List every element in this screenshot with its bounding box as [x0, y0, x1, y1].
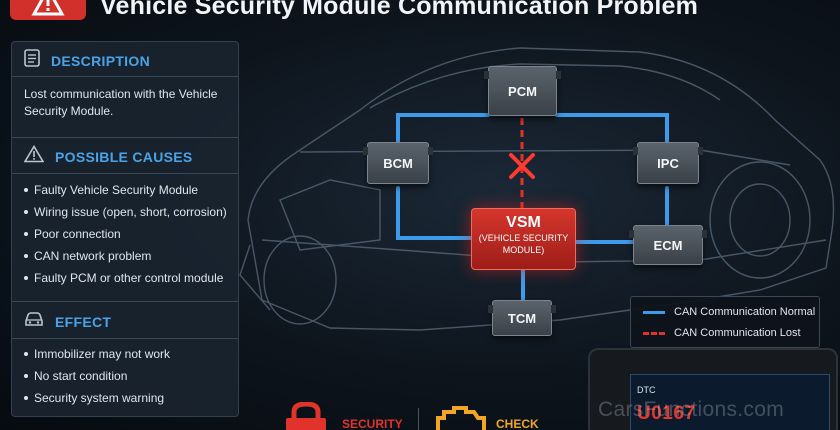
divider: [12, 301, 238, 302]
info-panel: DESCRIPTION Lost communication with the …: [11, 41, 239, 417]
engine-icon: [432, 402, 488, 430]
watermark: CarsFunctions.com: [598, 398, 784, 421]
tcm-module: TCM: [488, 300, 556, 336]
check-engine-indicator: CHECK: [432, 402, 539, 430]
document-icon: [24, 49, 40, 72]
list-item: Poor connection: [24, 223, 227, 245]
pcm-module: PCM: [484, 66, 561, 116]
effect-list: Immobilizer may not work No start condit…: [24, 343, 170, 409]
list-item: CAN network problem: [24, 245, 227, 267]
alert-triangle-icon: [23, 144, 45, 168]
divider: [12, 76, 238, 77]
vsm-module: VSM (VEHICLE SECURITY MODULE): [471, 208, 576, 270]
divider: [418, 408, 419, 430]
warning-icon: [10, 0, 86, 27]
dtc-label: DTC: [637, 385, 656, 395]
description-text: Lost communication with the Vehicle Secu…: [24, 87, 218, 118]
lock-icon: [278, 401, 334, 430]
ipc-module: IPC: [633, 142, 703, 184]
legend-lost: CAN Communication Lost: [643, 327, 801, 339]
divider: [12, 137, 238, 138]
list-item: No start condition: [24, 365, 170, 387]
list-item: Immobilizer may not work: [24, 343, 170, 365]
effect-heading: EFFECT: [55, 313, 112, 330]
causes-list: Faulty Vehicle Security Module Wiring is…: [24, 179, 227, 289]
legend: CAN Communication Normal CAN Communicati…: [630, 296, 820, 348]
bcm-module: BCM: [363, 142, 433, 184]
list-item: Faulty Vehicle Security Module: [24, 179, 227, 201]
description-header: DESCRIPTION: [12, 42, 238, 79]
description-heading: DESCRIPTION: [51, 52, 150, 69]
divider: [12, 338, 238, 339]
list-item: Wiring issue (open, short, corrosion): [24, 201, 227, 223]
obd-scanner: DTC U0167: [588, 348, 838, 430]
causes-heading: POSSIBLE CAUSES: [55, 148, 193, 165]
divider: [12, 173, 238, 174]
dtc-code: U0167: [637, 403, 696, 424]
causes-header: POSSIBLE CAUSES: [12, 138, 238, 175]
effect-header: EFFECT: [12, 303, 238, 340]
list-item: Faulty PCM or other control module: [24, 267, 227, 289]
security-indicator: SECURITY: [278, 401, 403, 430]
page-title: Vehicle Security Module Communication Pr…: [100, 0, 699, 20]
fault-x-icon: [509, 153, 535, 179]
list-item: Security system warning: [24, 387, 170, 409]
legend-normal: CAN Communication Normal: [643, 306, 815, 318]
ecm-module: ECM: [629, 225, 707, 265]
car-icon: [24, 311, 44, 332]
scanner-screen: DTC U0167: [630, 374, 830, 430]
